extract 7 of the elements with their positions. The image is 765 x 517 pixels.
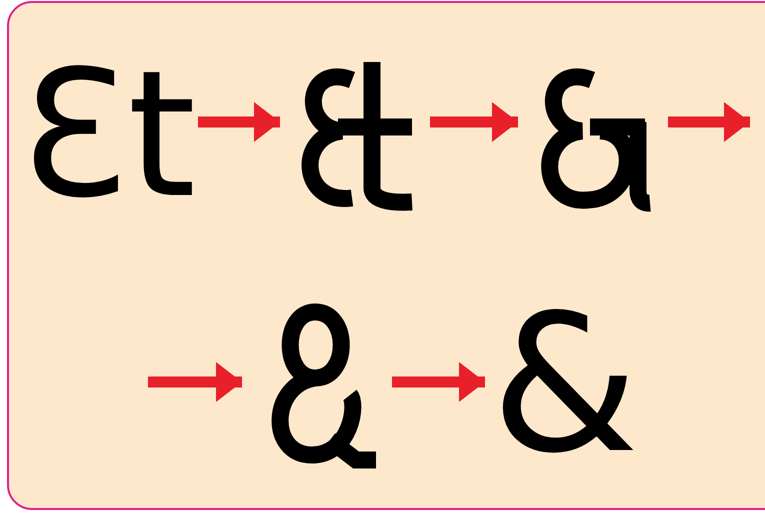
symbol-text: Ɛt [20, 48, 196, 222]
arrow [430, 102, 518, 142]
arrow [668, 102, 750, 142]
symbol-text: & [490, 290, 640, 480]
arrow [198, 102, 280, 142]
arrow [392, 362, 485, 402]
arrow [148, 362, 242, 402]
